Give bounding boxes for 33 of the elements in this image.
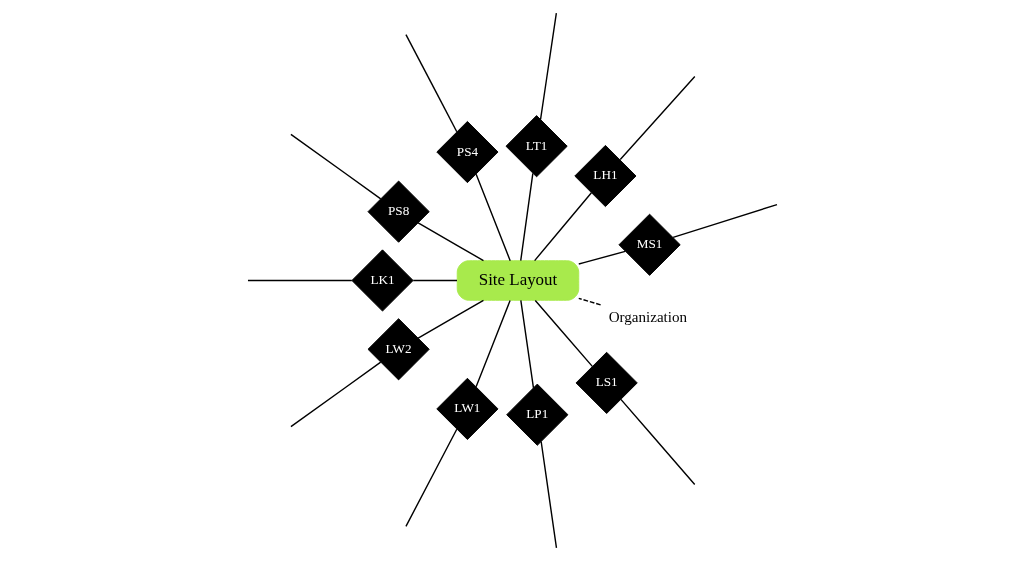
connector [534, 299, 593, 368]
node-diamond: PS8 [367, 180, 430, 243]
connector [246, 279, 353, 282]
node-diamond: LH1 [573, 144, 636, 208]
connector [539, 440, 557, 549]
connector [519, 299, 534, 389]
connector [416, 299, 484, 339]
connector [577, 297, 601, 306]
connector [289, 133, 381, 200]
node-diamond: LW2 [367, 318, 430, 381]
connector [474, 173, 511, 262]
node-diamond: LT1 [505, 115, 568, 178]
node-diamond: MS1 [618, 213, 681, 276]
node-box: Site Layout [456, 260, 579, 301]
connector [412, 279, 458, 282]
node-text: Organization [608, 309, 687, 326]
node-diamond: LP1 [505, 383, 568, 446]
connector [577, 250, 626, 265]
connector [619, 75, 695, 161]
connector [404, 33, 457, 133]
connector [533, 192, 592, 262]
connector [417, 222, 484, 262]
node-diamond: PS4 [435, 120, 498, 184]
connector [474, 299, 511, 388]
node-diamond: LS1 [575, 351, 638, 414]
connector [289, 361, 381, 428]
node-diamond: LK1 [350, 249, 414, 312]
connector [404, 428, 457, 528]
node-diamond: LW1 [435, 377, 498, 440]
connector [671, 203, 778, 239]
connector [539, 12, 557, 121]
connector [519, 172, 534, 262]
connector [619, 398, 695, 486]
